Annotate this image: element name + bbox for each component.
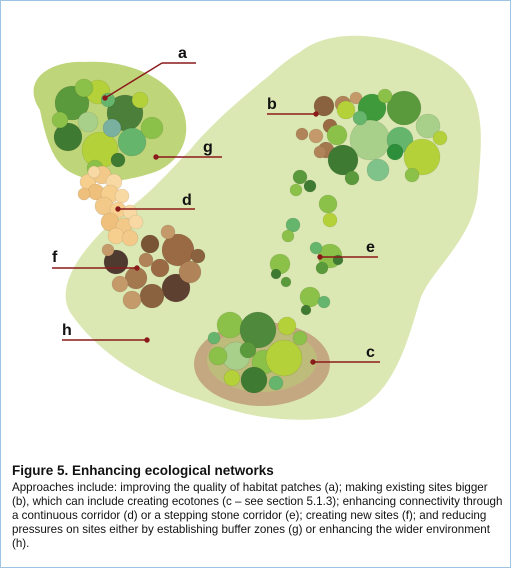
figure-caption: Figure 5. Enhancing ecological networks …: [12, 463, 504, 551]
stepping-stone-circle: [285, 217, 301, 233]
stepping-stone-circle: [318, 194, 338, 214]
new-site-circle: [160, 224, 176, 240]
continuous-corridor-d: [77, 165, 144, 247]
habitat-circle: [110, 152, 126, 168]
leader-dot-c: [310, 359, 316, 365]
leader-dot-d: [115, 206, 121, 212]
corridor-circle: [77, 187, 91, 201]
ecotone-site-circle: [239, 341, 257, 359]
enlarged-site-circle: [352, 110, 368, 126]
corridor-circle: [128, 214, 144, 230]
corridor-circle: [114, 188, 130, 204]
new-site-circle: [161, 273, 191, 303]
stepping-stone-circle: [300, 304, 312, 316]
enlarged-site-circle: [336, 100, 356, 120]
ecological-network-diagram: a b g d e f h c: [33, 35, 481, 420]
ecotone-site-circle: [240, 366, 268, 394]
leader-line-a: [104, 62, 163, 99]
new-site-circle: [138, 252, 154, 268]
corridor-circle: [121, 229, 139, 247]
leader-dot-f: [134, 265, 140, 271]
corridor-circle: [107, 227, 125, 245]
enlarged-site-circle: [308, 128, 324, 144]
enlarged-site-circle: [415, 113, 441, 139]
corridor-circle: [87, 165, 101, 179]
ecotone-site-circle: [265, 339, 303, 377]
enlarged-site-circle: [344, 170, 360, 186]
label-g: g: [203, 139, 213, 156]
stepping-stone-circle: [292, 169, 308, 185]
enlarged-site-b: [295, 88, 448, 186]
habitat-circle: [51, 111, 69, 129]
habitat-circle: [117, 127, 147, 157]
enlarged-site-circle: [386, 90, 422, 126]
enlarged-site-circle: [386, 143, 404, 161]
stepping-stone-circle: [317, 295, 331, 309]
new-site-circle: [150, 258, 170, 278]
enlarged-site-circle: [326, 124, 348, 146]
stepping-stone-circle: [309, 241, 323, 255]
stepping-stone-circle: [299, 286, 321, 308]
enlarged-site-circle: [404, 167, 420, 183]
new-site-circle: [140, 234, 160, 254]
caption-body: Approaches include: improving the qualit…: [12, 481, 503, 550]
new-site-circle: [178, 260, 202, 284]
habitat-circle: [53, 122, 83, 152]
label-d: d: [182, 192, 192, 209]
leader-dot-b: [313, 111, 319, 117]
habitat-circle: [74, 78, 94, 98]
stepping-stone-circle: [281, 229, 295, 243]
new-site-circle: [161, 233, 195, 267]
habitat-circle: [131, 91, 149, 109]
enlarged-site-circle: [313, 95, 335, 117]
ecotone-site-circle: [208, 346, 228, 366]
label-b: b: [267, 96, 277, 113]
stepping-stone-circle: [303, 179, 317, 193]
enlarged-site-circle: [377, 88, 393, 104]
habitat-circle: [77, 111, 99, 133]
label-e: e: [366, 239, 375, 256]
new-site-f: [101, 224, 206, 310]
ecotone-site-circle: [292, 330, 308, 346]
site-with-ecotone-c: [207, 311, 308, 394]
label-f: f: [52, 249, 58, 266]
new-site-circle: [111, 275, 129, 293]
ecotone-site-circle: [223, 369, 241, 387]
ecotone-site-circle: [216, 311, 244, 339]
label-a: a: [178, 45, 187, 62]
stepping-stone-corridor-e: [269, 169, 344, 316]
leader-dot-g: [153, 154, 159, 160]
enlarged-site-circle: [313, 145, 327, 159]
habitat-circle: [140, 116, 164, 140]
ecotone-site-circle: [277, 316, 297, 336]
new-site-circle: [101, 243, 115, 257]
enlarged-site-circle: [432, 130, 448, 146]
enlarged-site-circle: [403, 138, 441, 176]
enlarged-site-circle: [295, 127, 309, 141]
leader-dot-e: [317, 254, 323, 260]
stepping-stone-circle: [289, 183, 303, 197]
leader-dot-a: [102, 95, 108, 101]
habitat-circle: [100, 92, 116, 108]
new-site-circle: [190, 248, 206, 264]
habitat-circle: [102, 118, 122, 138]
leader-dot-h: [144, 337, 150, 343]
stepping-stone-circle: [315, 261, 329, 275]
ecotone-site-circle: [207, 331, 221, 345]
ecotone-site-circle: [268, 375, 284, 391]
enlarged-site-circle: [327, 144, 359, 176]
ecotone-site-circle: [239, 311, 277, 349]
enlarged-site-circle: [349, 91, 363, 105]
stepping-stone-circle: [270, 268, 282, 280]
label-h: h: [62, 322, 72, 339]
enlarged-site-circle: [366, 158, 390, 182]
stepping-stone-circle: [280, 276, 292, 288]
new-site-circle: [139, 283, 165, 309]
habitat-patch-a: [51, 78, 164, 177]
caption-title: Figure 5. Enhancing ecological networks: [12, 463, 274, 478]
label-c: c: [366, 344, 375, 361]
new-site-circle: [122, 290, 142, 310]
stepping-stone-circle: [322, 212, 338, 228]
